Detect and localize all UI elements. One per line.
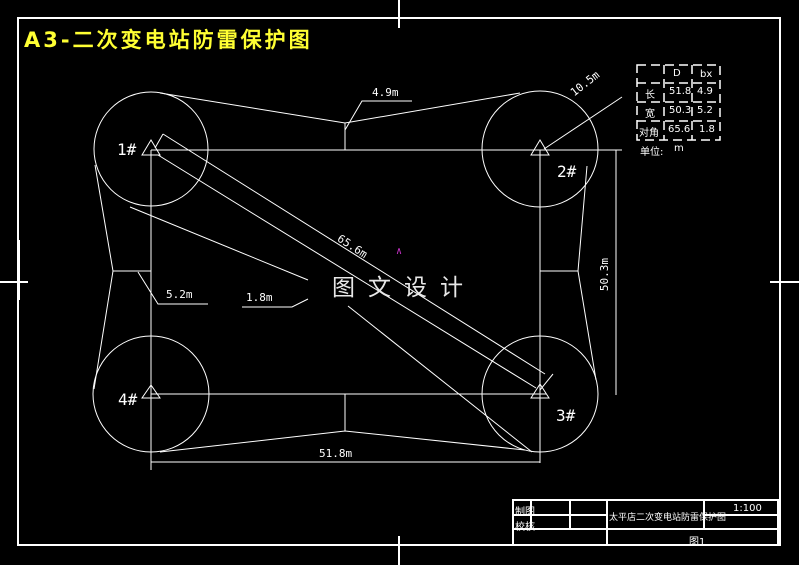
legend-header-bx: bx: [700, 69, 713, 80]
rod-rectangle: [150, 149, 546, 470]
legend-row-name: 宽: [645, 109, 655, 120]
watermark: 图文设计: [332, 275, 476, 301]
title-block-drafter-label: 制图: [515, 507, 535, 518]
protection-envelope: [93, 92, 597, 453]
title-block-scale: 1:100: [733, 503, 762, 514]
leader-lines: [137, 96, 623, 463]
title-block-sheet: 图1: [689, 537, 706, 548]
legend-row-d: 51.8: [669, 86, 692, 97]
legend-table-grid: [636, 64, 721, 141]
rod-triangle-1: [141, 139, 161, 156]
legend-unit-value: m: [674, 143, 684, 154]
rod-label-1: 1#: [117, 140, 137, 159]
rod-triangle-4: [141, 384, 161, 399]
legend-row-bx: 5.2: [697, 105, 713, 116]
diagonal-lines: [129, 133, 554, 453]
rod-markers: [141, 139, 550, 399]
drawing-title: A3-二次变电站防雷保护图: [24, 28, 313, 52]
rod-triangle-3: [530, 383, 550, 399]
legend-row-name: 对角: [639, 128, 659, 139]
title-block-grid: [512, 499, 779, 546]
rod-label-2: 2#: [557, 162, 577, 181]
title-block-drawing-name: 太平店二次变电站防雷保护图: [609, 513, 727, 523]
dim-diag-bx: 1.8m: [246, 291, 273, 304]
legend-row-name: 长: [645, 90, 655, 101]
rod-triangle-2: [530, 139, 550, 156]
dim-top-bx: 4.9m: [372, 86, 399, 99]
legend-row-d: 65.6: [668, 124, 691, 135]
legend-row-bx: 1.8: [699, 124, 715, 135]
dim-left-bx: 5.2m: [166, 288, 193, 301]
rod-label-3: 3#: [556, 406, 576, 425]
legend-header-d: D: [673, 68, 681, 79]
cursor-marker-icon: ∧: [396, 246, 403, 257]
legend-row-d: 50.3: [669, 105, 692, 116]
legend-unit-label: 单位:: [640, 147, 664, 158]
title-block-checker-label: 校核: [515, 522, 535, 533]
dim-right-height: 50.3m: [598, 257, 612, 292]
rod-label-4: 4#: [118, 390, 138, 409]
dim-bottom-length: 51.8m: [319, 447, 353, 460]
legend-row-bx: 4.9: [697, 86, 713, 97]
